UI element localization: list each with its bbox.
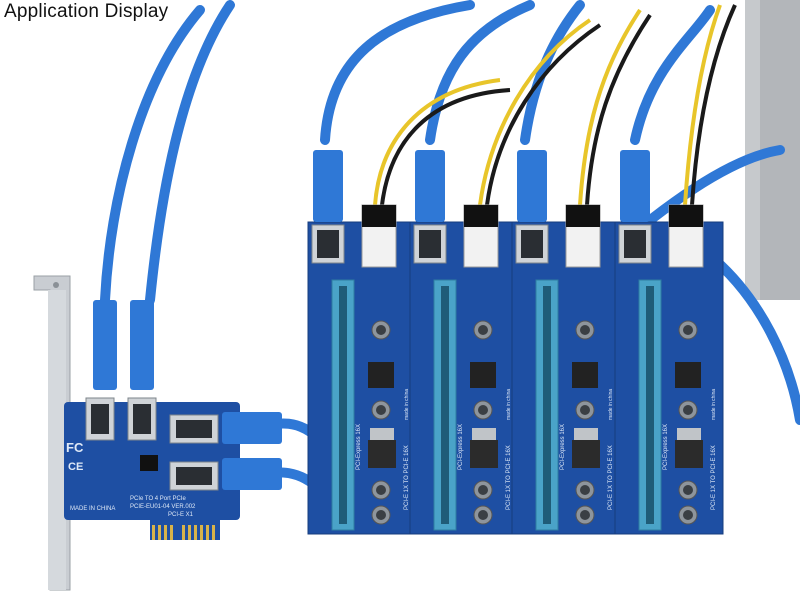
usb-plugs: [93, 300, 282, 490]
riser-made-in: made in china: [608, 389, 614, 420]
riser-label: PCI-Express 16X: [663, 424, 669, 470]
riser-board: PCI-Express 16X PCI-E 1X TO PCI-E 16X made…: [614, 150, 724, 535]
riser-label: PCI-Express 16X: [560, 424, 566, 470]
riser-label: PCI-Express 16X: [458, 424, 464, 470]
power-wires: [373, 4, 737, 206]
model-line-2: PCIE-EU01-04 VER.002: [130, 504, 196, 510]
image-caption: Application Display: [4, 1, 169, 22]
made-in-label: MADE IN CHINA: [70, 506, 115, 512]
slot-mark: PCI-E X1: [168, 512, 194, 518]
metal-bracket: [33, 275, 71, 591]
riser-label-2: PCI-E 1X TO PCI-E 16X: [608, 445, 614, 510]
riser-made-in: made in china: [506, 389, 512, 420]
usb-cables: [100, 0, 800, 495]
riser-made-in: made in china: [404, 389, 410, 420]
riser-label-2: PCI-E 1X TO PCI-E 16X: [506, 445, 512, 510]
ce-mark: CE: [68, 461, 83, 473]
fc-mark: FC: [66, 440, 84, 455]
riser-label-2: PCI-E 1X TO PCI-E 16X: [404, 445, 410, 510]
riser-label: PCI-Express 16X: [356, 424, 362, 470]
riser-board: PCI-Express 16X PCI-E 1X TO PCI-E 16X made…: [409, 150, 519, 535]
model-line-1: PCIe TO 4 Port PCIe: [130, 496, 186, 502]
riser-board: PCI-Express 16X PCI-E 1X TO PCI-E 16X made…: [511, 150, 621, 535]
host-adapter-card: FC CE MADE IN CHINA PCIe TO 4 Port PCIe …: [64, 397, 240, 540]
riser-board: PCI-Express 16X PCI-E 1X TO PCI-E 16X made…: [307, 150, 417, 535]
riser-made-in: made in china: [711, 389, 717, 420]
riser-label-2: PCI-E 1X TO PCI-E 16X: [711, 445, 717, 510]
